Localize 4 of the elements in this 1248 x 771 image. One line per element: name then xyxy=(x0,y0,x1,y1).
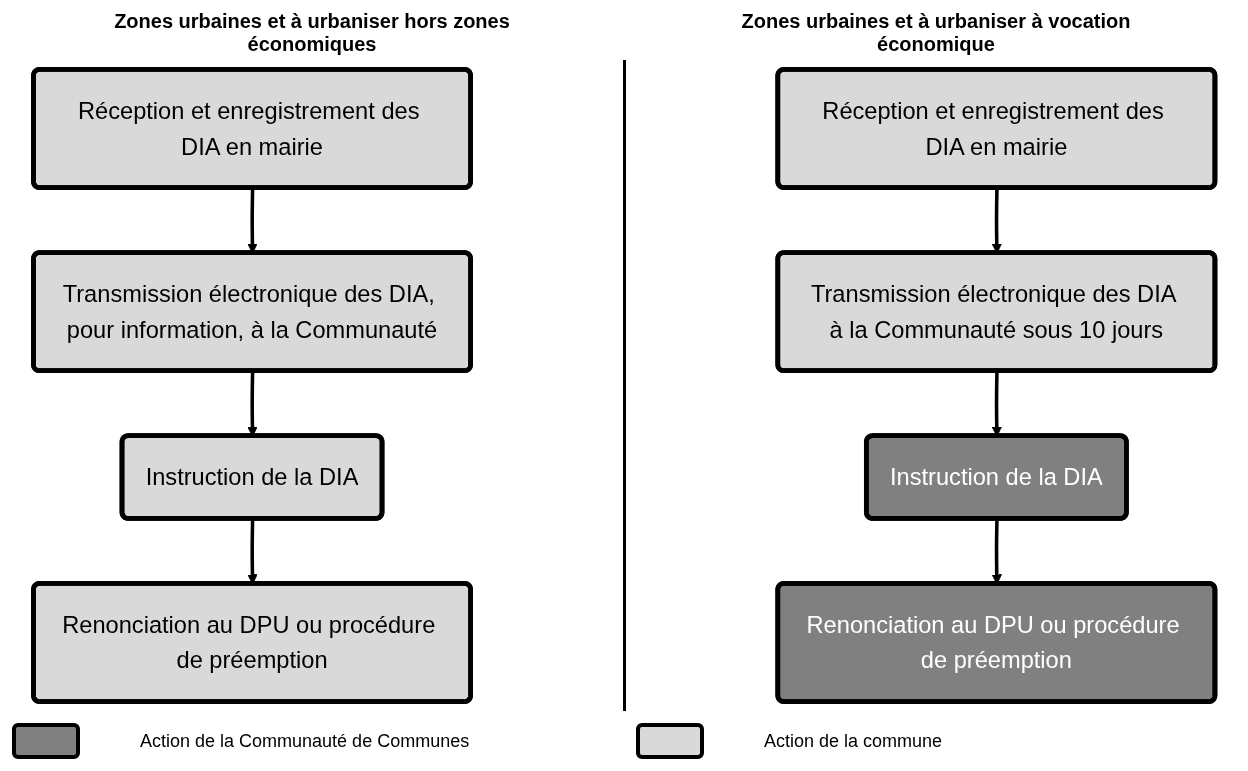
column-heading: Zones urbaines et à urbaniser hors zones économiques xyxy=(113,10,511,56)
legend-label: Action de la Communauté de Communes xyxy=(140,730,470,752)
column-heading: Zones urbaines et à urbaniser à vocation économique xyxy=(740,10,1132,56)
legend-label: Action de la commune xyxy=(764,730,943,752)
